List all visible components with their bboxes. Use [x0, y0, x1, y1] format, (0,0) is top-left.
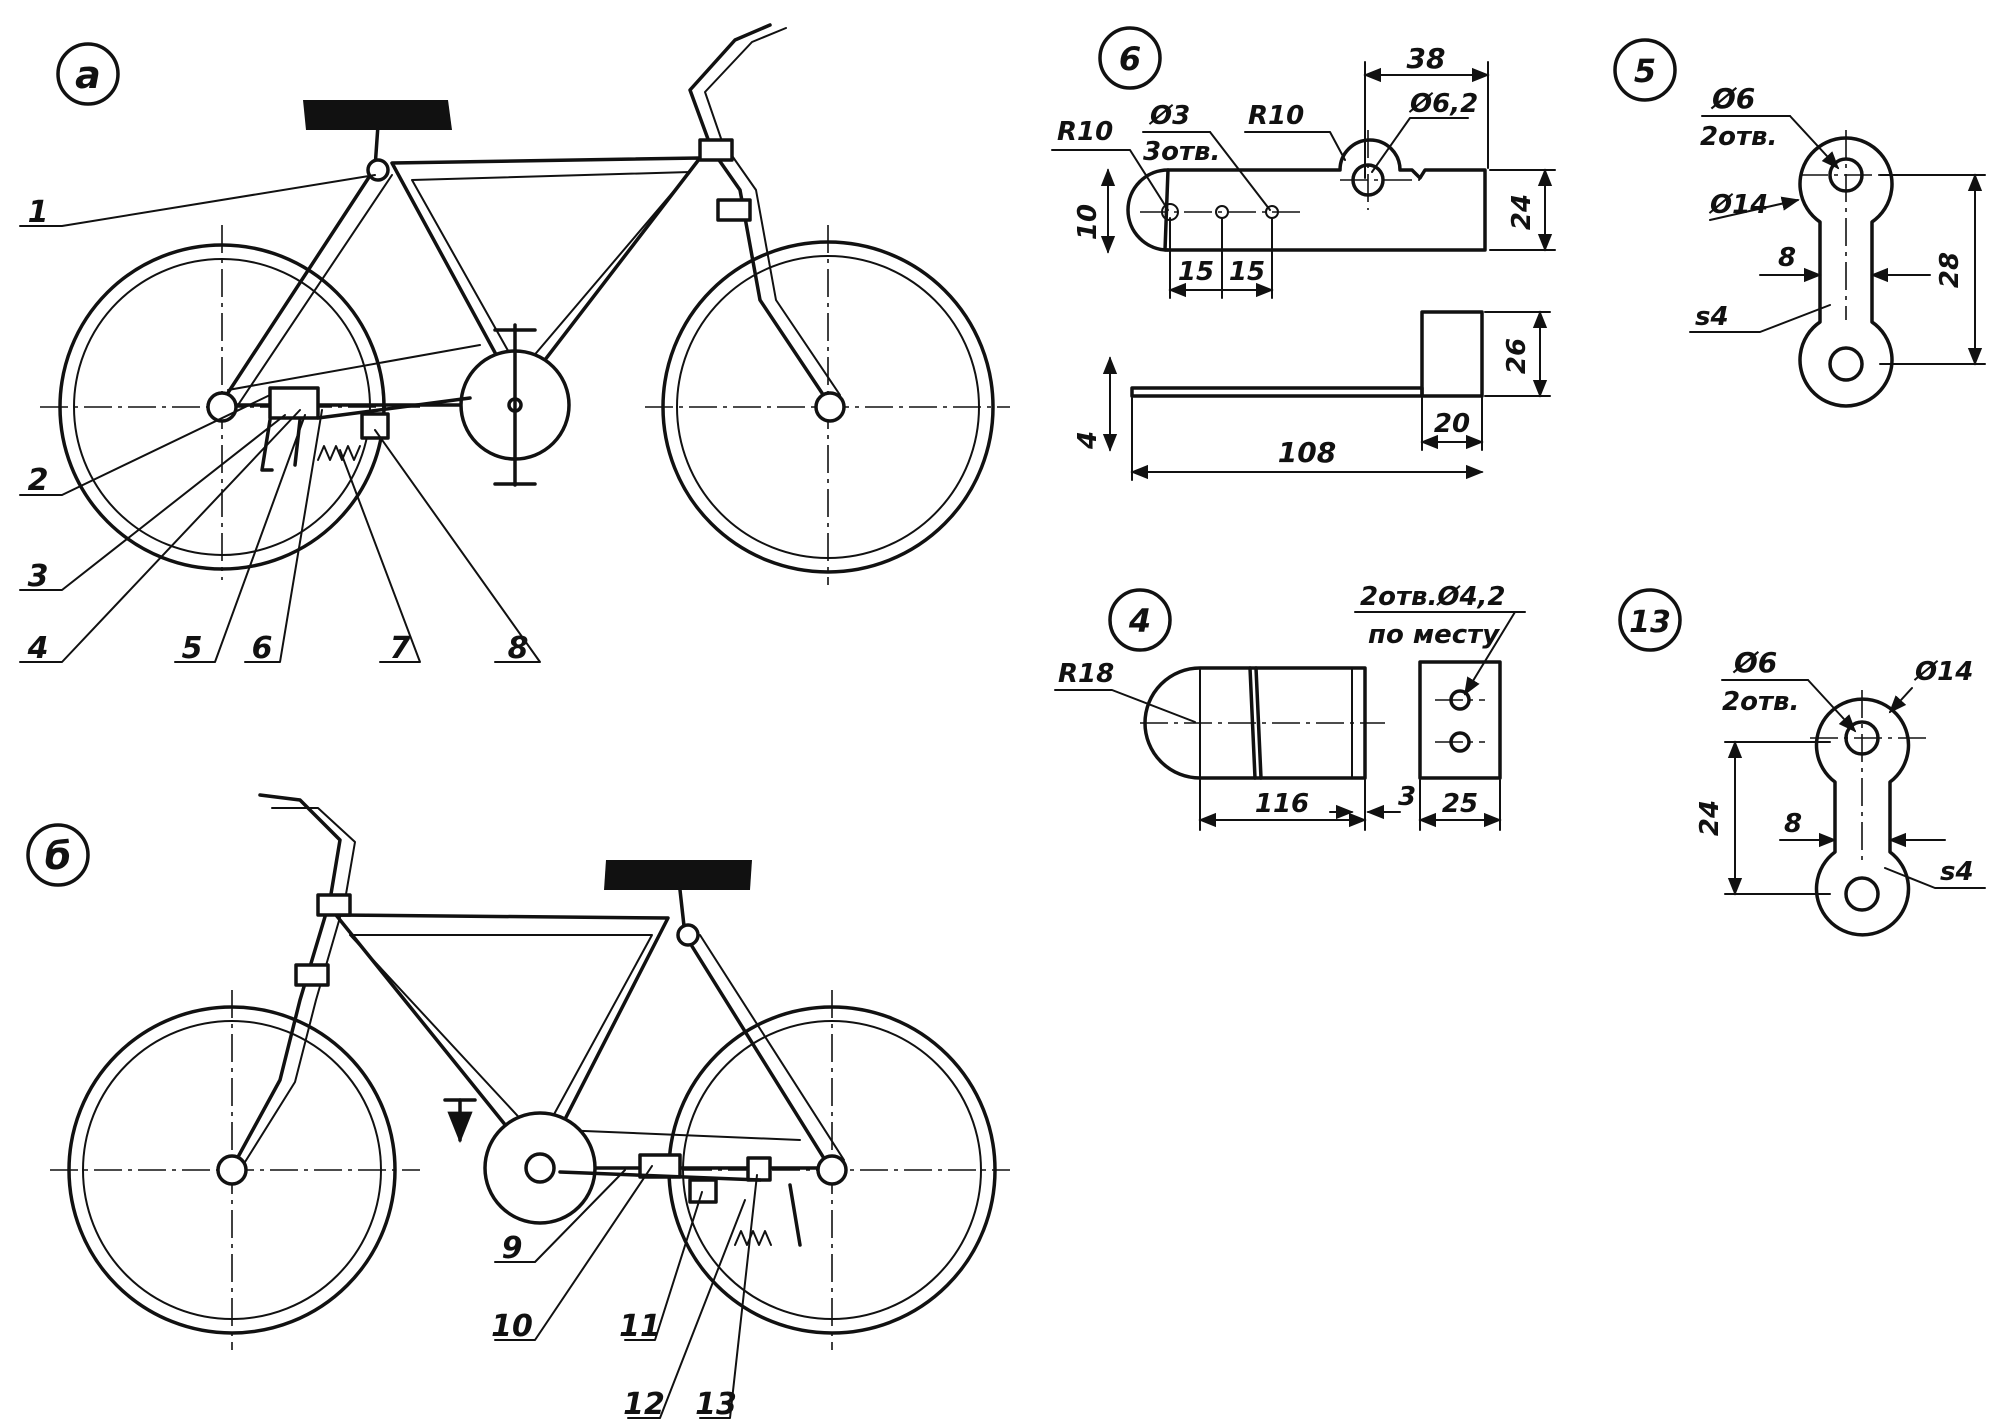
d6-dim-10: 10	[1073, 204, 1103, 240]
callout-leaders	[19, 174, 758, 1419]
d5-dia-14: Ø14	[1708, 190, 1768, 220]
d13-dia-14: Ø14	[1913, 657, 1973, 687]
d6-hole-count: 3отв.	[1143, 137, 1220, 167]
d4-dim-116: 116	[1255, 789, 1309, 819]
d5-length-28: 28	[1935, 252, 1965, 288]
d5-width-8: 8	[1778, 243, 1796, 273]
d4-holes-note: 2отв.Ø4,2	[1360, 582, 1506, 612]
d4-dim-25: 25	[1442, 789, 1478, 819]
frame-b	[216, 793, 848, 1247]
d13-hole-count: 2отв.	[1722, 687, 1799, 717]
view-a-badge	[56, 42, 120, 106]
d13-length-24: 24	[1695, 800, 1725, 836]
frame-a	[206, 23, 846, 487]
callout-5: 5	[182, 631, 203, 666]
detail-5: 5 Ø6 2отв. Ø14 8 s4 28	[1613, 38, 1986, 408]
bicycle-view-b: б	[26, 793, 1010, 1350]
d6-dim-4: 4	[1073, 431, 1103, 450]
d6-dim-24: 24	[1507, 194, 1537, 230]
callout-2: 2	[28, 463, 49, 498]
callout-7: 7	[390, 631, 411, 666]
d4-holes-note-2: по месту	[1368, 620, 1500, 650]
d13-hole-d6: Ø6	[1732, 646, 1777, 679]
callout-3: 3	[28, 559, 49, 594]
d6-dim-15b: 15	[1229, 257, 1265, 287]
callout-1: 1	[28, 195, 49, 230]
detail-13: 13 Ø6 2отв. Ø14 8 24 s4	[1618, 588, 1986, 937]
detail-6: 6 38 10 15 15 24 R10 Ø3 3отв. R10	[1051, 26, 1556, 481]
d6-dim-108: 108	[1278, 436, 1336, 469]
detail-5-number: 5	[1634, 52, 1656, 90]
d5-hole-count: 2отв.	[1700, 122, 1777, 152]
callout-13: 13	[695, 1387, 737, 1422]
d6-dim-15a: 15	[1178, 257, 1214, 287]
d6-hole-d6-2: Ø6,2	[1408, 89, 1478, 119]
callout-8: 8	[508, 631, 529, 666]
callout-labels: 1 2 3 4 5 6 7 8 9 10 11 12 13	[27, 195, 737, 1422]
d4-dim-3: 3	[1398, 782, 1416, 812]
detail-4: 4 R18 2отв.Ø4,2 по месту 116 3 25	[1054, 582, 1526, 831]
d6-r10-left: R10	[1057, 117, 1113, 147]
d6-dim-38: 38	[1407, 42, 1446, 75]
d13-thickness: s4	[1940, 857, 1974, 887]
callout-4: 4	[27, 631, 49, 666]
view-b-badge	[26, 823, 90, 887]
d6-dim-20: 20	[1434, 409, 1470, 439]
detail-13-number: 13	[1629, 605, 1671, 640]
d6-hole-d3: Ø3	[1148, 101, 1190, 131]
callout-9: 9	[502, 1231, 523, 1266]
callout-11: 11	[619, 1309, 661, 1344]
d5-thickness: s4	[1695, 302, 1729, 332]
d13-width-8: 8	[1784, 809, 1802, 839]
callout-12: 12	[623, 1387, 665, 1422]
callout-10: 10	[491, 1309, 533, 1344]
view-a-label: а	[75, 53, 101, 97]
callout-6: 6	[252, 631, 273, 666]
view-b-label: б	[45, 834, 72, 878]
detail-6-number: 6	[1119, 40, 1141, 78]
d6-dim-26: 26	[1502, 338, 1532, 374]
detail-4-number: 4	[1128, 602, 1151, 640]
bicycle-view-a: а	[40, 23, 1010, 585]
d6-r10-right: R10	[1248, 101, 1304, 131]
d5-hole-d6: Ø6	[1710, 82, 1755, 115]
d4-r18: R18	[1058, 659, 1114, 689]
